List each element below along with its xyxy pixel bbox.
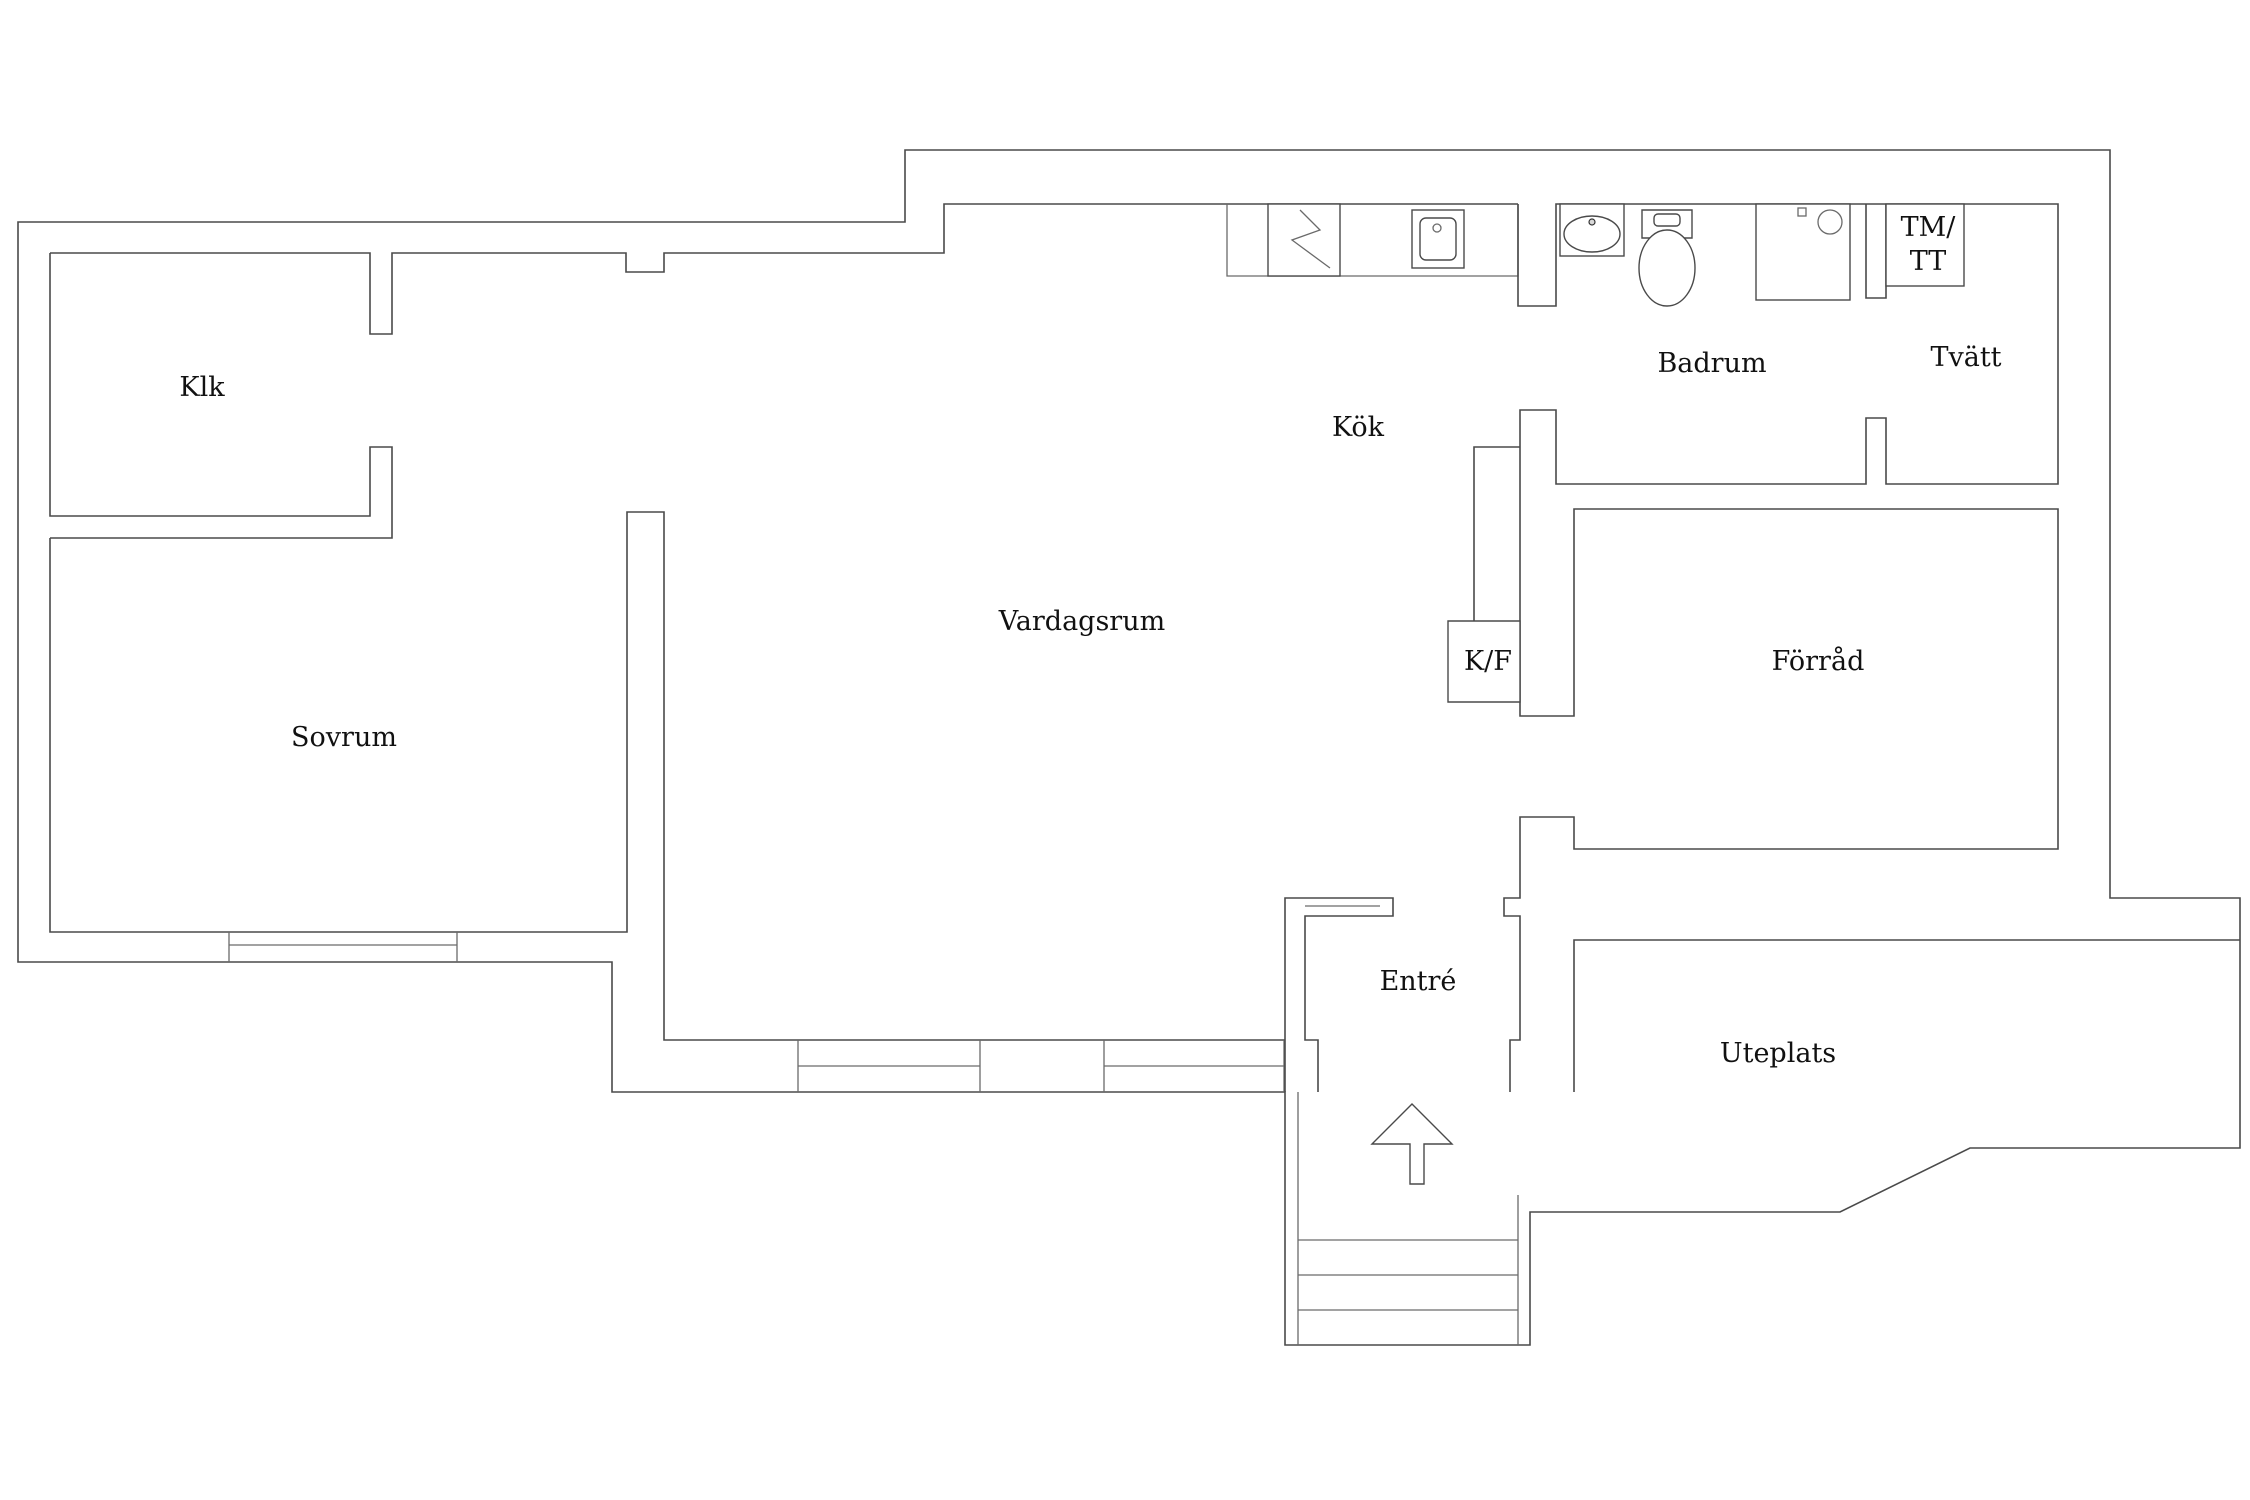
toilet-icon: [1638, 209, 1696, 307]
room-label-vardagsrum: Vardagsrum: [998, 606, 1165, 637]
appliance-label-kf: K/F: [1464, 646, 1512, 677]
entrance-arrow-icon: [1370, 1103, 1454, 1185]
sink-icon: [1411, 209, 1465, 269]
room-label-klk: Klk: [179, 372, 225, 403]
shower-icon: [1755, 203, 1851, 301]
washbasin-icon: [1559, 203, 1625, 257]
room-label-uteplats: Uteplats: [1720, 1038, 1836, 1069]
laundry-block: [1885, 203, 1965, 287]
room-label-forrad: Förråd: [1772, 645, 1865, 677]
appliance-label-tm-line2: TT: [1910, 246, 1947, 277]
room-label-entre: Entré: [1380, 966, 1457, 997]
inner-walls: [49, 203, 2240, 1345]
stove-icon: [1267, 203, 1341, 277]
room-label-sovrum: Sovrum: [291, 722, 397, 753]
room-label-badrum: Badrum: [1657, 348, 1766, 379]
appliance-label-tm-line1: TM/: [1901, 212, 1957, 243]
room-label-kok: Kök: [1332, 412, 1385, 443]
outer-walls: [17, 149, 2241, 1346]
room-label-tvatt: Tvätt: [1930, 342, 2001, 373]
